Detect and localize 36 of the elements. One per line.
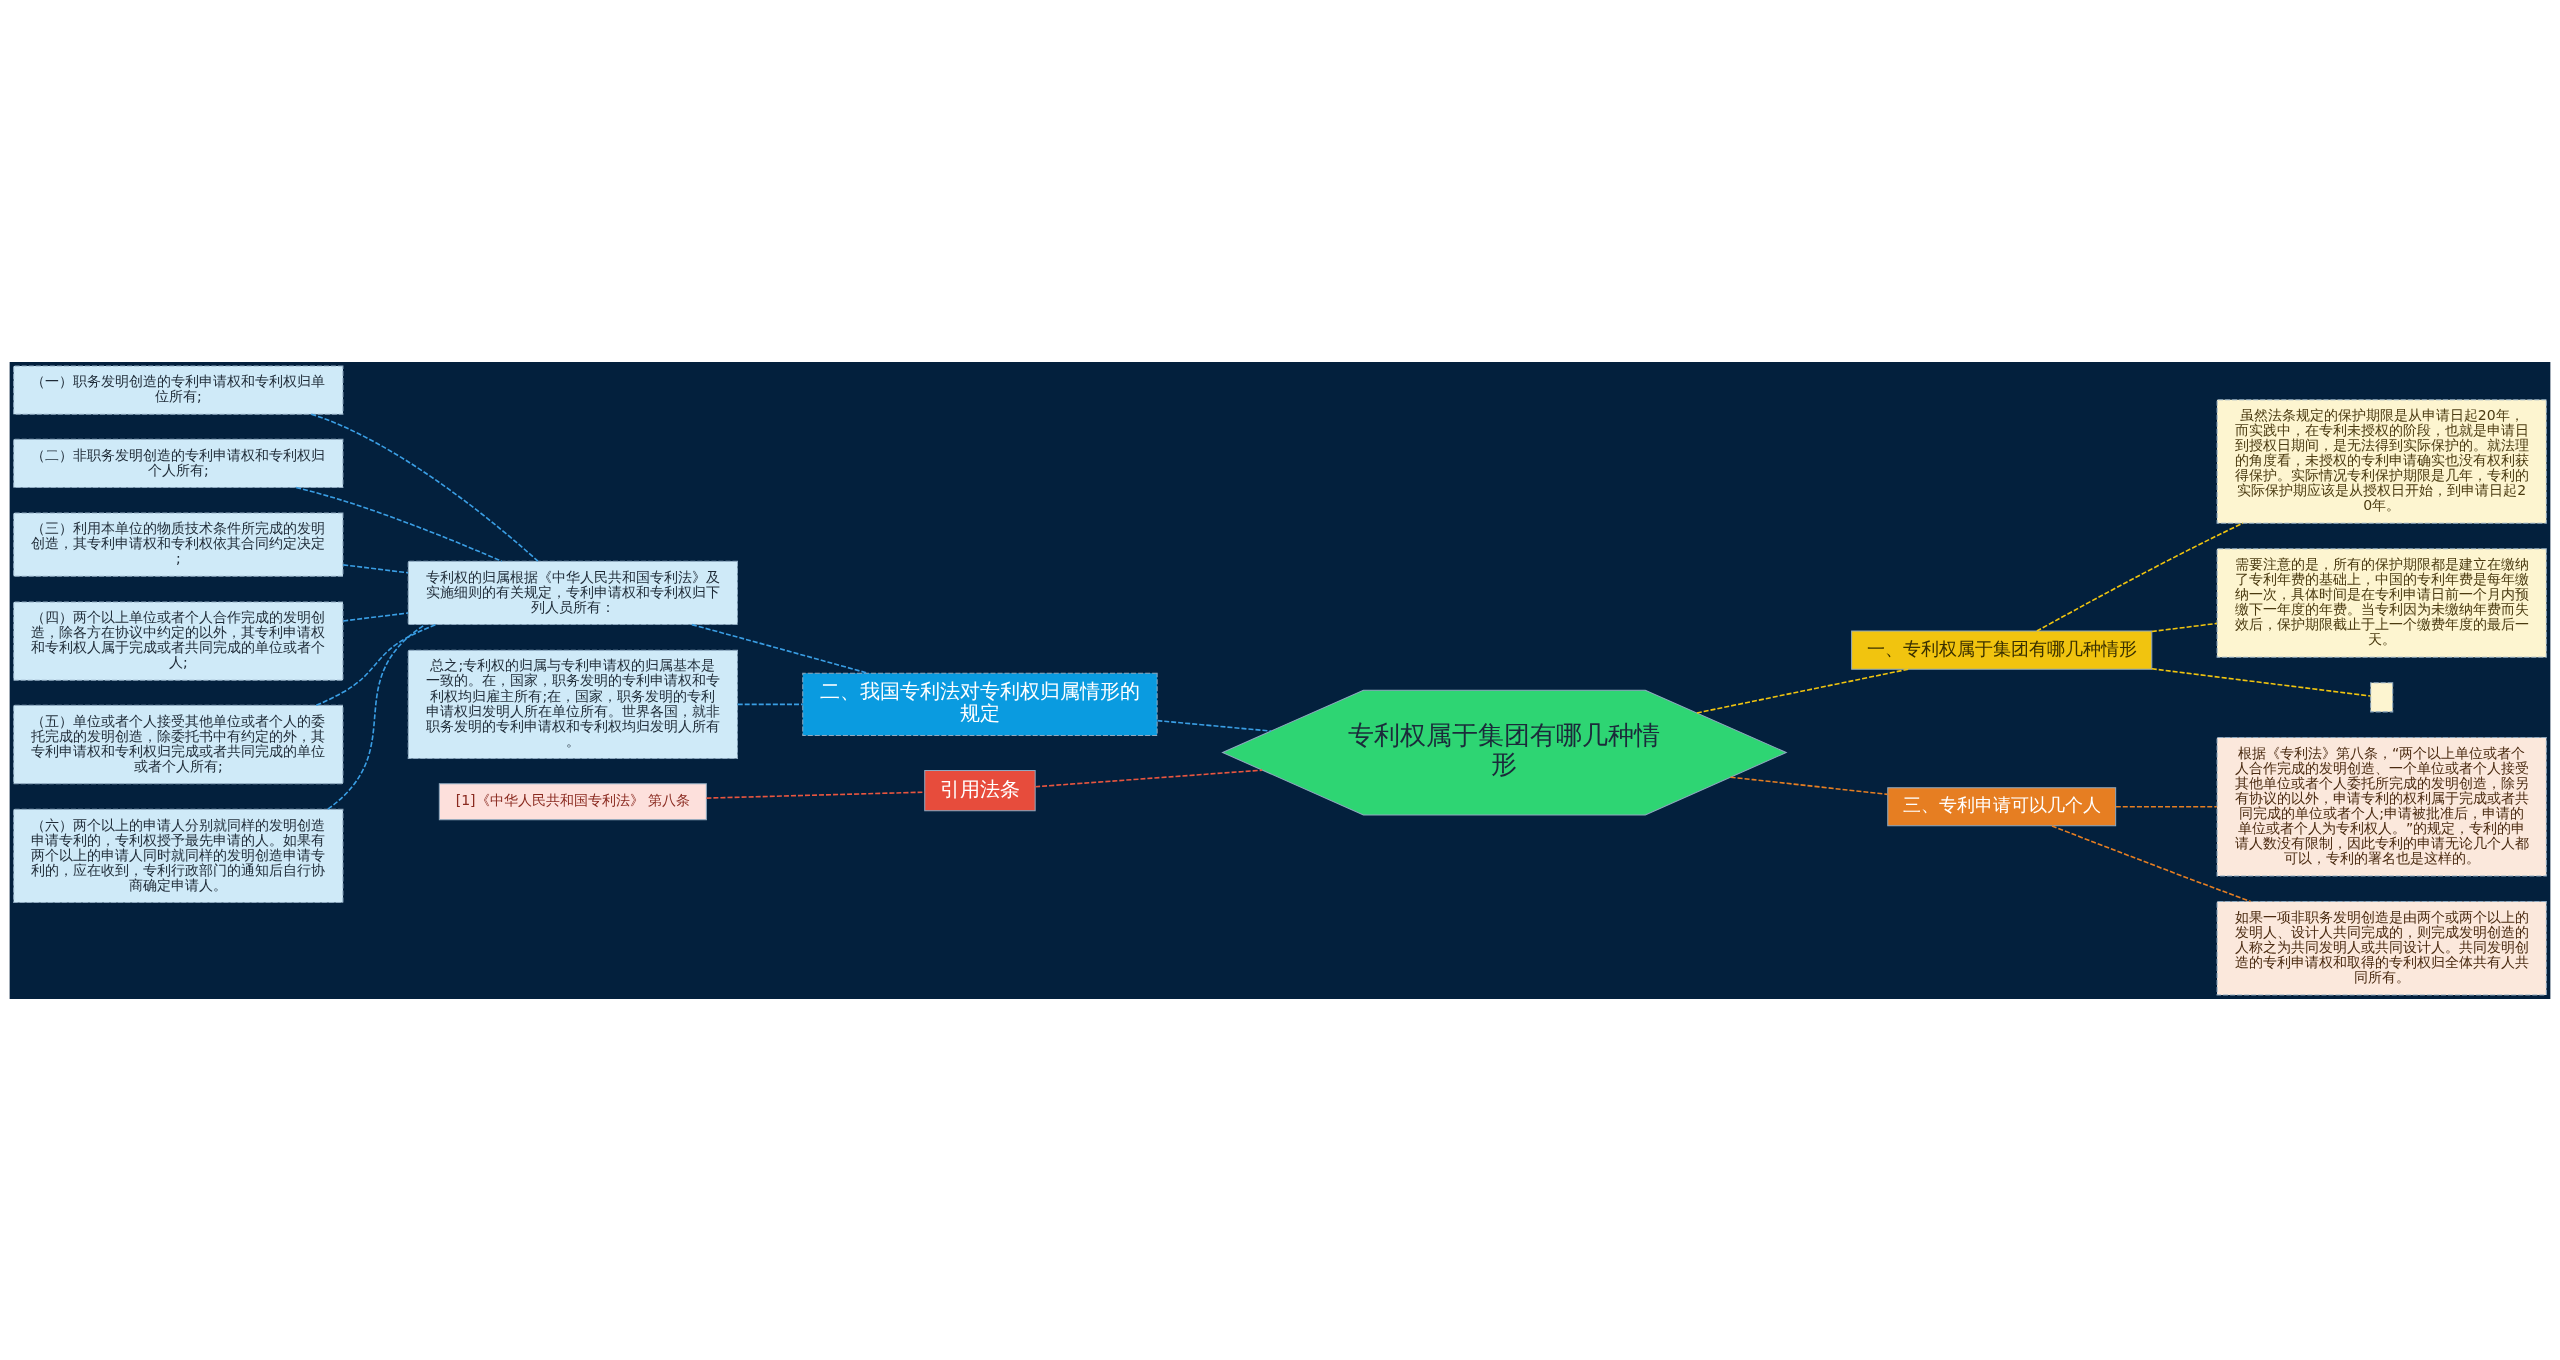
connector bbox=[691, 623, 869, 674]
node-box: （六）两个以上的申请人分别就同样的发明创造申请专利的，专利权授予最先申请的人。如果有两个以上的申请人同时就同样的发明创造申请专利的，应在收到，专利行政部门的通知后自行协商确定申请人。 bbox=[13, 808, 344, 903]
connector bbox=[310, 412, 539, 562]
node-box: 根据《专利法》第八条，“两个以上单位或者个人合作完成的发明创造、一个单位或者个人接受其他单位或者个人委托所完成的发明创造，除另有协议的以外，申请专利的权利属于完成或者共同完成的单位或者个人;申请被批准后，申请的单位或者个人为专利权人。”的规定，专利的申请人数没有限制，因此专利的申请无论几个人都可以，专利的署名也是这样的。 bbox=[2216, 736, 2547, 876]
connector bbox=[295, 486, 503, 562]
node-box: 二、我国专利法对专利权归属情形的规定 bbox=[802, 672, 1158, 736]
node-box: 三、专利申请可以几个人 bbox=[1887, 786, 2117, 826]
node-box: 一、专利权属于集团有哪几种情形 bbox=[1851, 630, 2153, 670]
node-box: （二）非职务发明创造的专利申请权和专利权归个人所有; bbox=[13, 438, 344, 488]
node-box: （五）单位或者个人接受其他单位或者个人的委托完成的发明创造，除委托书中有约定的外，其专利申请权和专利权归完成或者共同完成的单位或者个人所有; bbox=[13, 704, 344, 784]
connector bbox=[2151, 667, 2372, 697]
connector bbox=[1156, 719, 1272, 732]
node-box bbox=[2370, 681, 2394, 712]
connector bbox=[2151, 622, 2218, 632]
connector bbox=[2036, 521, 2244, 632]
node-box: 虽然法条规定的保护期限是从申请日起20年，而实践中，在专利未授权的阶段，也就是申请日到授权日期间，是无法得到实际保护的。就法理的角度看，未授权的专利申请确实也没有权利获得保护。实际情况专利保护期限是几年，专利的实际保护期应该是从授权日开始，到申请日起20年。 bbox=[2216, 398, 2547, 524]
connector bbox=[705, 790, 926, 799]
connector bbox=[2051, 824, 2252, 902]
connector bbox=[327, 623, 426, 810]
node-box: （三）利用本单位的物质技术条件所完成的发明创造，其专利申请权和专利权依其合同约定决定; bbox=[13, 512, 344, 577]
node-box: 专利权的归属根据《中华人民共和国专利法》及实施细则的有关规定，专利申请权和专利权归下列人员所有： bbox=[407, 560, 738, 625]
connector bbox=[2115, 805, 2218, 808]
node-box: [1]《中华人民共和国专利法》 第八条 bbox=[438, 782, 707, 820]
connector bbox=[342, 611, 409, 622]
connector bbox=[1729, 775, 1889, 795]
connector bbox=[1034, 768, 1263, 787]
node-box: 如果一项非职务发明创造是由两个或两个以上的发明人、设计人共同完成的，则完成发明创造的人称之为共同发明人或共同设计人。共同发明创造的专利申请权和取得的专利权归全体共有人共同所有。 bbox=[2216, 900, 2547, 995]
connector bbox=[1696, 667, 1909, 714]
connector bbox=[736, 703, 804, 705]
node-box: 需要注意的是，所有的保护期限都是建立在缴纳了专利年费的基础上，中国的专利年费是每年缴纳一次，具体时间是在专利申请日前一个月内预缴下一年度的年费。当专利因为未缴纳年费而失效后，保护期限截止于上一个缴费年度的最后一天。 bbox=[2216, 547, 2547, 658]
node-box: 总之;专利权的归属与专利申请权的归属基本是一致的。在，国家，职务发明的专利申请权和专利权均归雇主所有;在，国家，职务发明的专利申请权归发明人所在单位所有。世界各国，就非职务发明的专利申请权和专利权均归发明人所有。 bbox=[407, 649, 738, 759]
node-box: （四）两个以上单位或者个人合作完成的发明创造，除各方在协议中约定的以外，其专利申请权和专利权人属于完成或者共同完成的单位或者个人; bbox=[13, 600, 344, 681]
connector bbox=[315, 623, 437, 706]
connector bbox=[342, 563, 409, 574]
node-box: 引用法条 bbox=[924, 769, 1036, 811]
node-box: （一）职务发明创造的专利申请权和专利权归单位所有; bbox=[13, 365, 344, 415]
